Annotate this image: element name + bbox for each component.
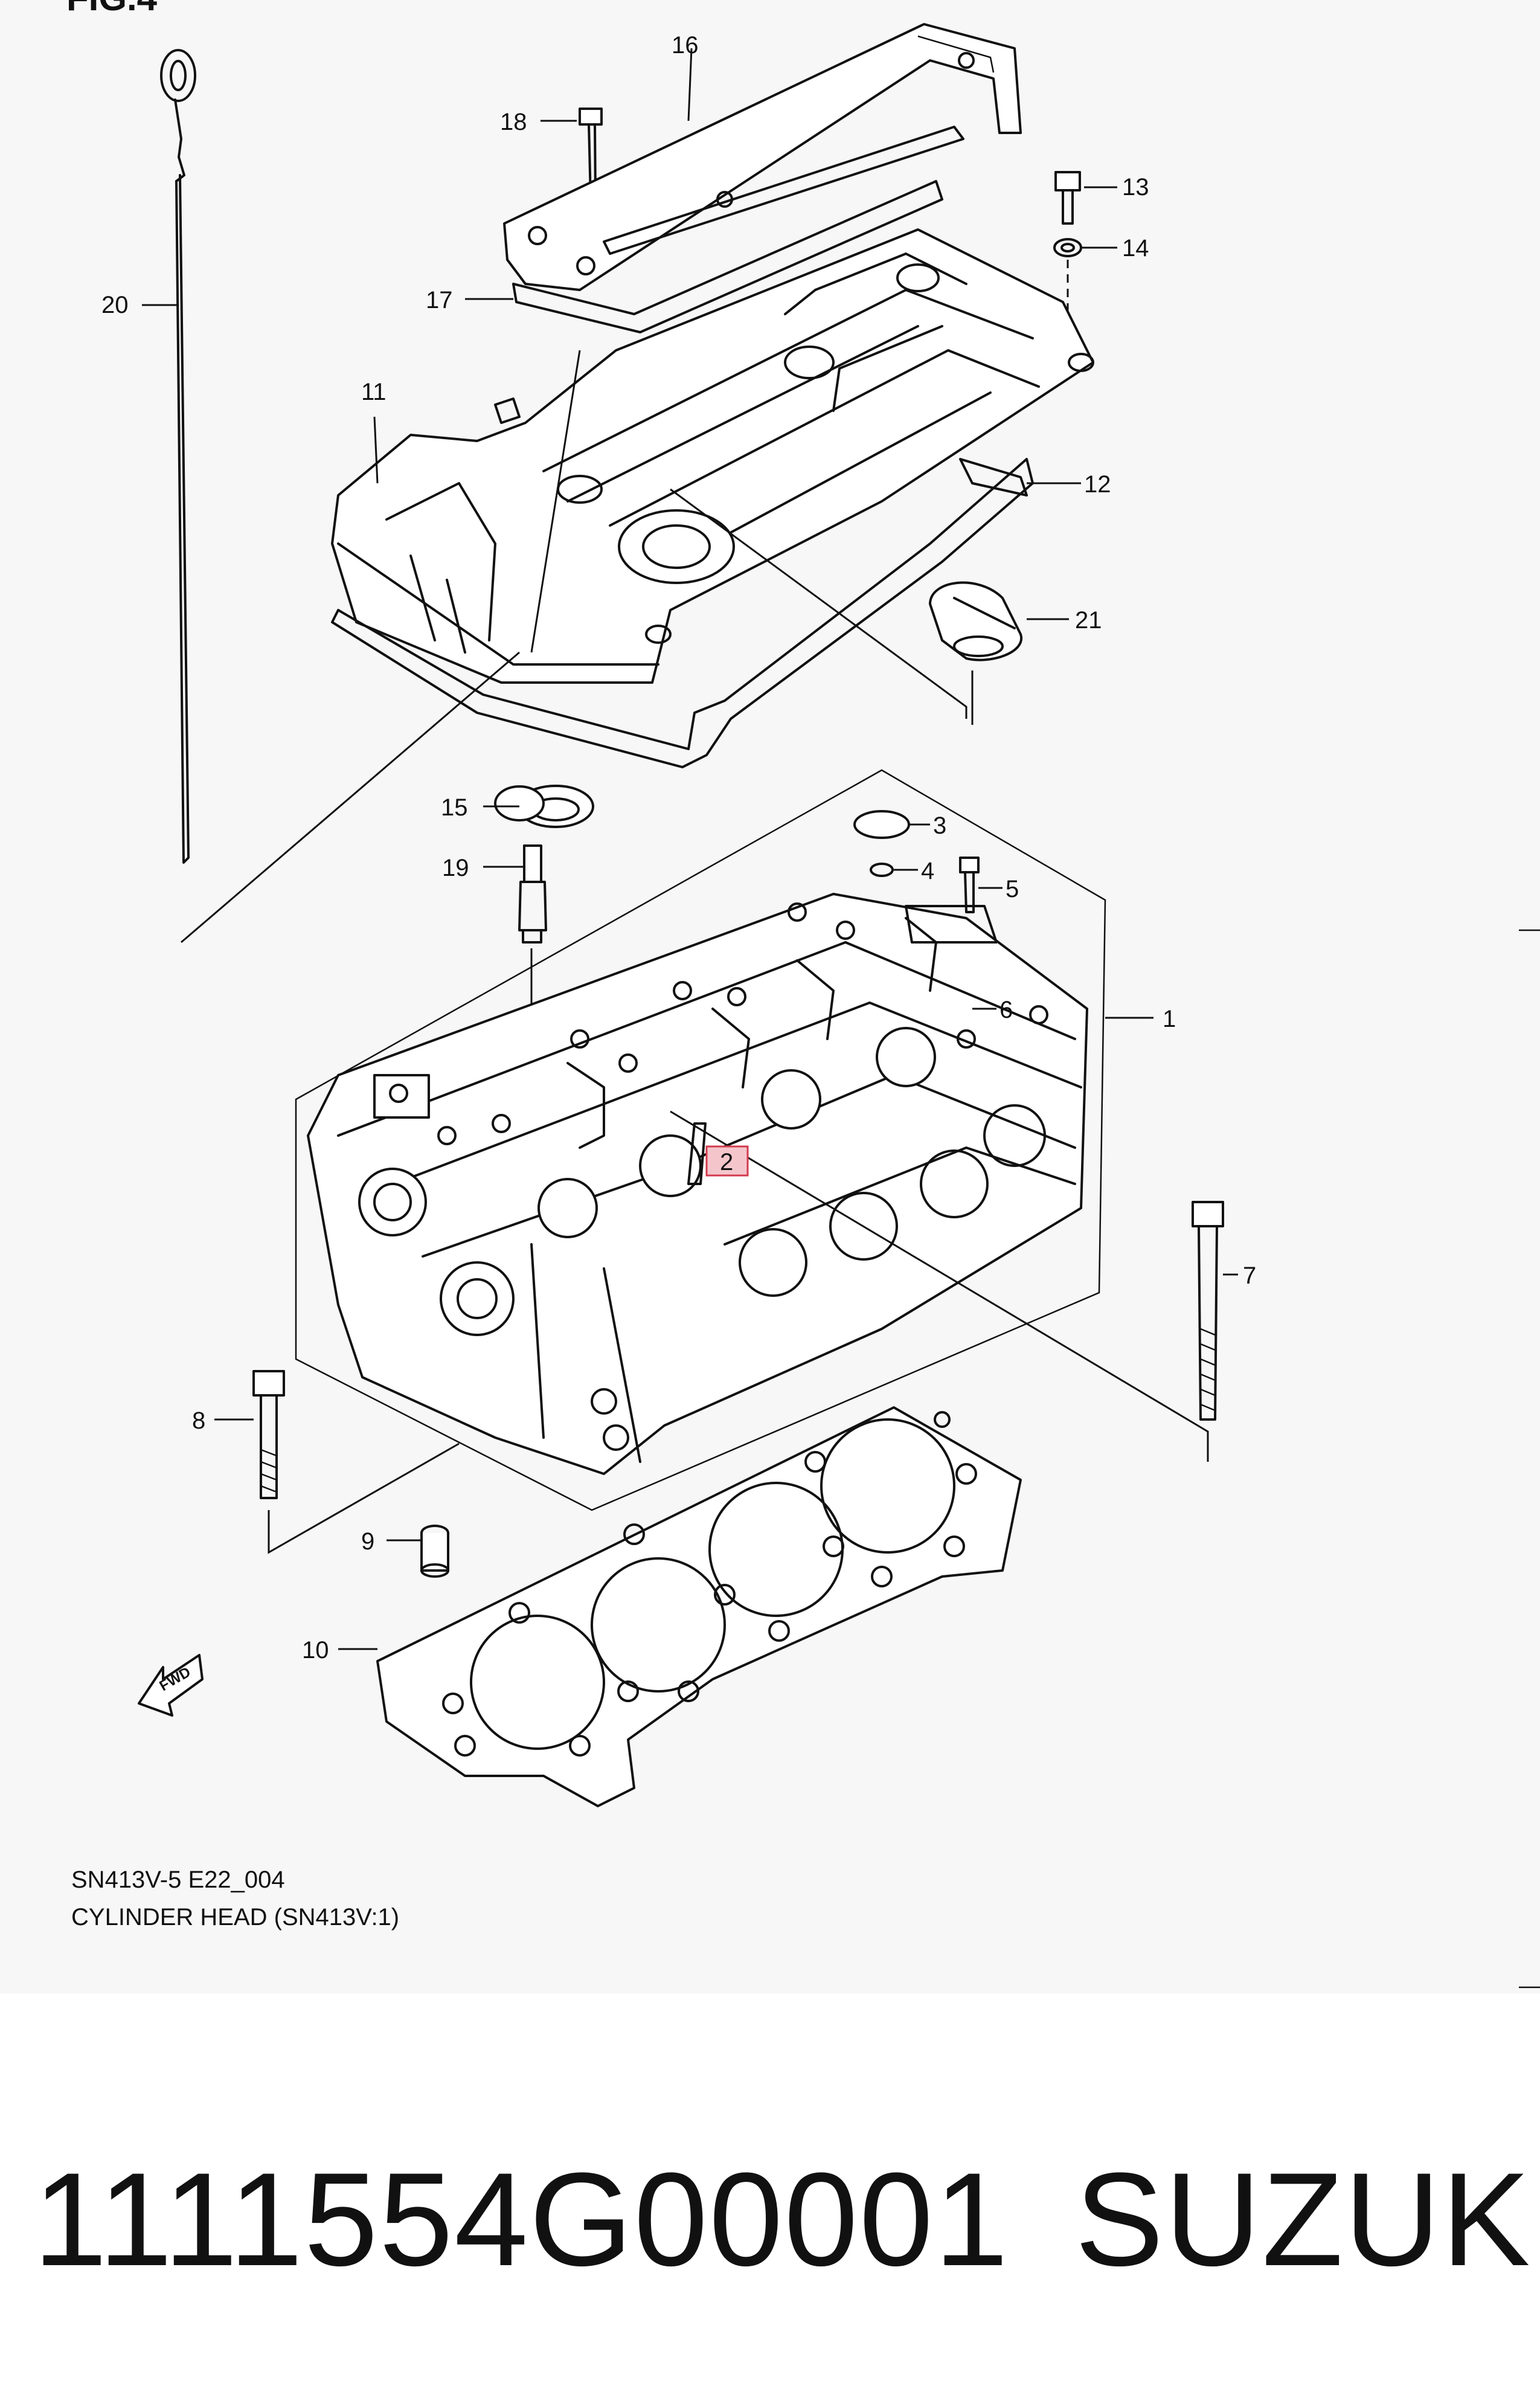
- head-bolt-drawing: [252, 1370, 460, 1554]
- callout-15: 15: [441, 794, 468, 821]
- cover-plate-drawing: [512, 180, 943, 333]
- callout-9: 9: [361, 1528, 374, 1555]
- brand-name: SUZUKI: [1075, 2145, 1540, 2294]
- callout-18: 18: [500, 109, 527, 135]
- callout-11: 11: [361, 379, 387, 405]
- callout-21: 21: [1075, 607, 1102, 634]
- head-bolt-long-drawing: [1192, 1201, 1224, 1421]
- callout-13: 13: [1122, 174, 1149, 201]
- callout-1: 1: [1163, 1006, 1176, 1032]
- part-number: 1111554G00001: [33, 2145, 1010, 2294]
- diagram-title: CYLINDER HEAD (SN413V:1): [71, 1904, 400, 1931]
- callout-leaders: [142, 48, 1238, 1650]
- callout-16: 16: [672, 32, 699, 59]
- oil-filler-cap-drawing: [929, 581, 1023, 725]
- callout-19: 19: [442, 855, 469, 881]
- diagram-panel: FIG.4: [66, 0, 1540, 1989]
- callout-20: 20: [101, 292, 129, 318]
- callout-6: 6: [999, 997, 1013, 1023]
- callout-17: 17: [426, 287, 453, 313]
- oil-level-gauge-drawing: [160, 49, 196, 864]
- callout-7: 7: [1243, 1262, 1256, 1289]
- head-gasket-drawing: [376, 1406, 1022, 1807]
- callout-2: 2: [720, 1149, 733, 1175]
- callout-8: 8: [192, 1407, 205, 1434]
- ignition-coil-cover-drawing: [503, 23, 1022, 291]
- dowel-pin-drawing: [420, 1525, 449, 1578]
- fwd-arrow-icon: FWD: [138, 1654, 204, 1717]
- callout-12: 12: [1084, 471, 1111, 498]
- cylinder-head-drawing: [295, 769, 1209, 1511]
- diagram-code: SN413V-5 E22_004: [71, 1866, 285, 1893]
- callout-2-highlight[interactable]: [705, 1145, 749, 1177]
- callout-10: 10: [302, 1637, 329, 1664]
- figure-label: FIG.4: [66, 0, 157, 19]
- exploded-diagram: FWD 16: [101, 23, 1540, 1989]
- callout-labels: 16 18 20 17 11 13 14 12 21 15 19 3 4 5 6…: [101, 32, 1256, 1664]
- callout-4: 4: [921, 858, 934, 884]
- callout-14: 14: [1122, 235, 1149, 262]
- cylinder-head-cover-drawing: [331, 228, 1094, 684]
- callout-5: 5: [1006, 876, 1019, 902]
- callout-3: 3: [933, 812, 946, 839]
